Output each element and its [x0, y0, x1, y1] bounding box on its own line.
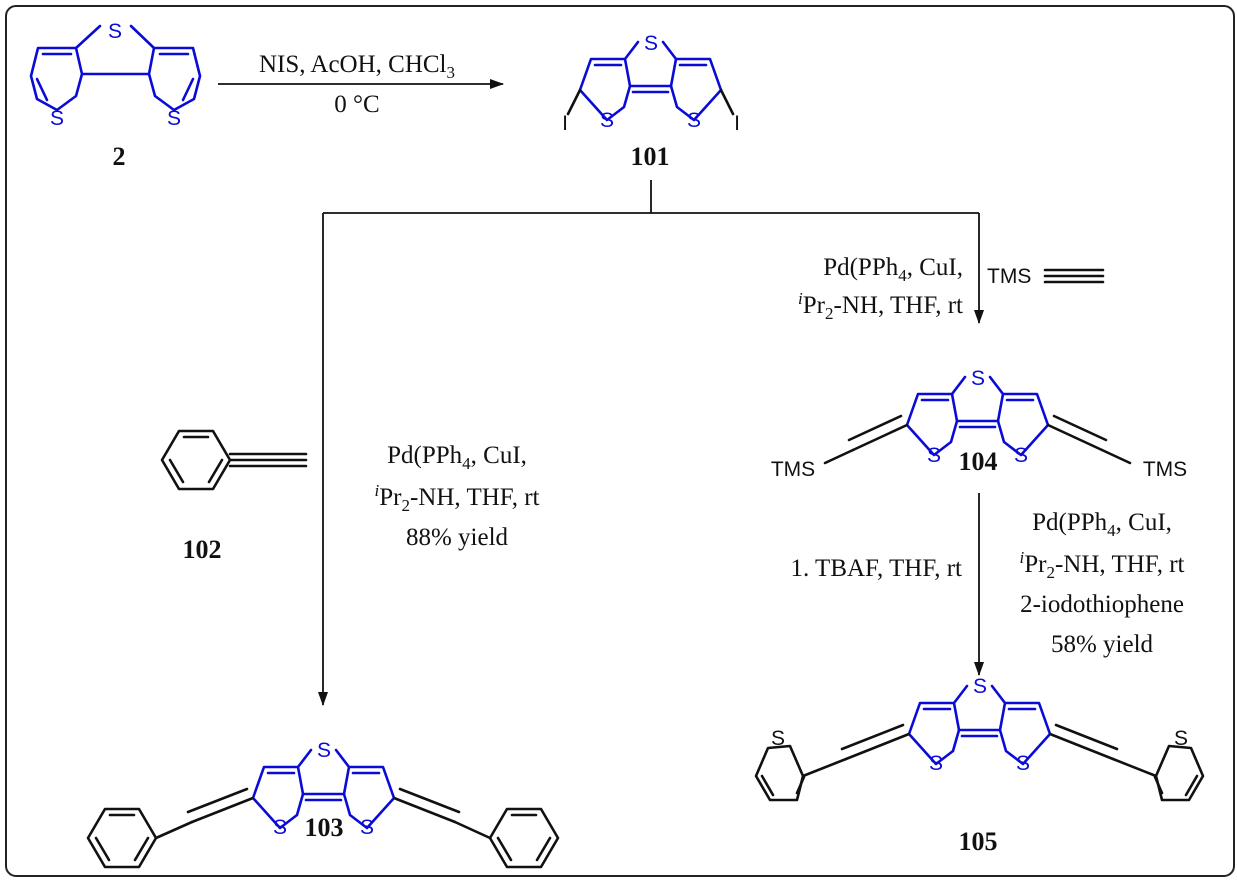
- compound-2-sulfur-top: S: [108, 20, 122, 43]
- step105-yield: 58% yield: [1051, 631, 1154, 658]
- compound-2: S S S: [29, 20, 202, 130]
- compound-105-thiophene-left-sulfur: S: [771, 727, 785, 750]
- tms-acetylene-triple-bond: [1043, 268, 1105, 284]
- compound-101-iodine-right: I: [734, 112, 740, 135]
- compound-101-label: 101: [631, 142, 670, 171]
- compound-101-sulfur-top: S: [644, 32, 658, 55]
- compound-102-label: 102: [183, 535, 222, 564]
- compound-2-label: 2: [113, 142, 126, 171]
- compound-101: S S S I I: [562, 32, 740, 135]
- compound-104: S S S TMS TMS: [771, 367, 1187, 481]
- scheme-frame: [5, 5, 1235, 877]
- compound-103-label: 103: [305, 813, 344, 842]
- compound-105-sulfur-top: S: [973, 675, 987, 698]
- compound-103-sulfur-right: S: [360, 816, 374, 839]
- step105-reactant: 2-iodothiophene: [1020, 591, 1184, 618]
- compound-105-thiophene-right-sulfur: S: [1174, 727, 1188, 750]
- step105-deprotection: 1. TBAF, THF, rt: [791, 555, 963, 582]
- compound-105-sulfur-right: S: [1016, 752, 1030, 775]
- step105-base: iPr2-NH, THF, rt: [1020, 548, 1185, 582]
- compound-105-sulfur-left: S: [929, 752, 943, 775]
- step103-catalyst: Pd(PPh4, CuI,: [387, 442, 527, 473]
- compound-104-tms-left: TMS: [771, 458, 815, 481]
- compound-101-sulfur-left: S: [600, 109, 614, 132]
- step104-base: iPr2-NH, THF, rt: [798, 289, 963, 323]
- compound-105-label: 105: [959, 827, 998, 856]
- tms-acetylene-label: TMS: [987, 265, 1031, 288]
- step103-yield: 88% yield: [406, 524, 509, 551]
- compound-2-sulfur-right: S: [167, 107, 181, 130]
- step105-catalyst: Pd(PPh4, CuI,: [1032, 509, 1172, 540]
- branch-line: [323, 180, 979, 214]
- step103-base: iPr2-NH, THF, rt: [375, 481, 540, 515]
- compound-2-sulfur-left: S: [50, 107, 64, 130]
- compound-105: S S S S S: [754, 675, 1205, 802]
- compound-104-tms-right: TMS: [1143, 458, 1187, 481]
- compound-104-sulfur-right: S: [1014, 444, 1028, 467]
- step1-reagents: NIS, AcOH, CHCl3: [259, 51, 455, 82]
- compound-104-number: 104: [959, 447, 998, 476]
- step1-conditions: 0 °C: [334, 91, 379, 118]
- compound-104-sulfur-left: S: [927, 444, 941, 467]
- step104-catalyst: Pd(PPh4, CuI,: [823, 254, 963, 285]
- compound-104-sulfur-top: S: [971, 367, 985, 390]
- compound-101-iodine-left: I: [562, 112, 568, 135]
- compound-102: [160, 429, 308, 491]
- compound-103-sulfur-top: S: [317, 739, 331, 762]
- compound-103: S S S: [86, 739, 560, 869]
- compound-101-sulfur-right: S: [687, 109, 701, 132]
- compound-103-sulfur-left: S: [273, 816, 287, 839]
